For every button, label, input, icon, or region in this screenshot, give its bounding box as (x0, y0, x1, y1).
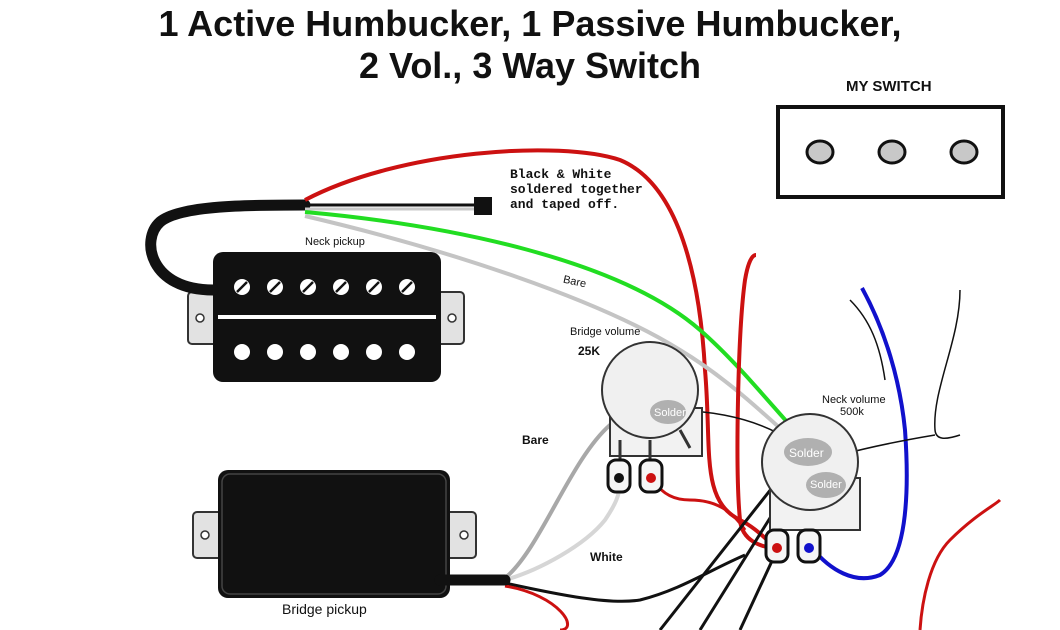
bridge-volume-label: Bridge volume (570, 326, 641, 338)
neck-volume-label: Neck volume (822, 394, 886, 406)
black-wire-bridge (504, 553, 746, 603)
neck-top-pole-slot-6 (401, 281, 413, 293)
switch-terminal-3 (949, 139, 979, 165)
red-wire-loop (735, 253, 779, 550)
solder-label-neck-pot-top: Solder (789, 446, 824, 460)
neck-bottom-pole-2 (267, 344, 283, 360)
black-wire-bottom-1 (658, 464, 792, 630)
neck-bottom-pole-3 (300, 344, 316, 360)
bridge-pickup-body (218, 470, 450, 598)
neck-top-pole-slot-3 (302, 281, 314, 293)
bridge-pot-body (601, 341, 699, 439)
note-line-3: and taped off. (510, 197, 620, 212)
tape-block (474, 197, 492, 215)
neck-pickup-top-poles (234, 279, 415, 295)
solder-label-bridge-pot: Solder (654, 407, 686, 419)
bridge-volume-value: 25K (578, 344, 601, 358)
neck-bottom-pole-5 (366, 344, 382, 360)
neck-pickup-left-screw (195, 313, 205, 323)
neck-pot-lug-2-hole (804, 543, 814, 553)
green-wire (304, 210, 810, 447)
bridge-pot-solder-blob (650, 400, 686, 424)
note-line-2: soldered together (510, 182, 643, 197)
white-wire-label: White (590, 550, 623, 564)
neck-pot-solder-blob-2 (806, 472, 846, 498)
neck-pickup-label: Neck pickup (305, 236, 365, 248)
neck-pot-solder-blob-1 (784, 438, 832, 466)
switch-terminal-1 (805, 139, 835, 165)
title-line-1: 1 Active Humbucker, 1 Passive Humbucker, (158, 3, 902, 44)
neck-bottom-pole-6 (399, 344, 415, 360)
neck-pickup-cable (145, 199, 311, 296)
neck-pickup (187, 252, 465, 382)
neck-bottom-pole-1 (234, 344, 250, 360)
bare-wire-label-lower: Bare (522, 433, 549, 447)
bridge-pickup (192, 470, 477, 598)
red-wire-bridge-pot (653, 481, 747, 531)
bridge-pot-lug-2-hole (646, 473, 656, 483)
bridge-pickup-edge (221, 473, 447, 595)
neck-bottom-pole-4 (333, 344, 349, 360)
note-line-1: Black & White (510, 167, 612, 182)
red-wire-bridge (504, 584, 570, 630)
bridge-pickup-right-screw (459, 530, 469, 540)
white-wire-bridge (504, 481, 622, 582)
neck-top-pole-slot-4 (335, 281, 347, 293)
neck-pickup-bottom-poles (234, 344, 415, 360)
neck-volume-pot (761, 413, 861, 564)
neck-top-pole-slot-1 (236, 281, 248, 293)
neck-top-pole-slot-5 (368, 281, 380, 293)
switch-terminal-2 (877, 139, 907, 165)
bridge-pot-lug-1-hole (614, 473, 624, 483)
neck-pickup-right-screw (447, 313, 457, 323)
bridge-volume-pot (601, 341, 703, 494)
neck-volume-value: 500k (840, 406, 864, 418)
neck-top-pole-slot-2 (269, 281, 281, 293)
blue-wire (810, 287, 909, 581)
solder-label-neck-pot-bottom: Solder (810, 479, 842, 491)
neck-pot-lug-1-hole (772, 543, 782, 553)
title-line-2: 2 Vol., 3 Way Switch (358, 45, 702, 86)
black-wire-top (849, 299, 886, 381)
black-wire-right-edge (934, 289, 961, 440)
bridge-pickup-label: Bridge pickup (282, 601, 367, 617)
red-wire-right (918, 498, 1002, 630)
bare-wire-neck (304, 214, 802, 448)
switch-terminals (805, 139, 979, 165)
switch-label: MY SWITCH (846, 78, 932, 95)
bridge-pickup-left-screw (200, 530, 210, 540)
